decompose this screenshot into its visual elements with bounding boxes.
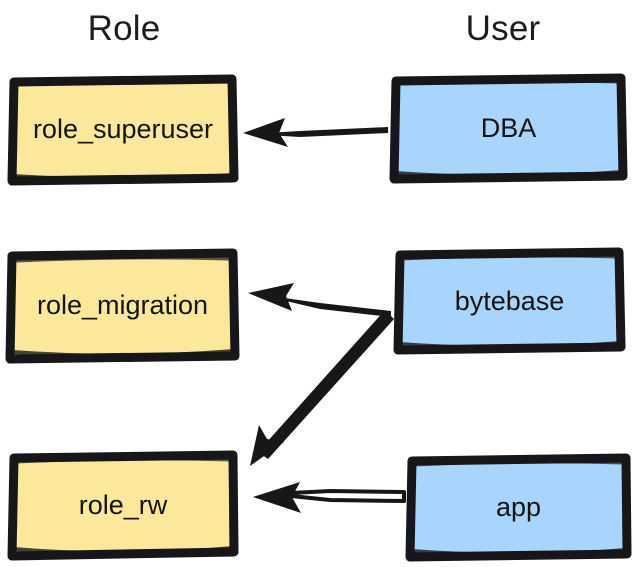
node-app-sketch-bottom [409,548,628,557]
node-bytebase[interactable] [393,247,626,355]
node-bytebase-shape [393,247,626,355]
node-role-superuser-shape [7,74,239,186]
node-role-migration-sketch-top [15,256,232,263]
edge-dba-arrowhead [243,118,288,147]
node-role-superuser-sketch-bottom [11,173,235,182]
column-header-user: User [465,9,541,48]
edge-bytebase-rw-shaft [258,310,394,459]
node-dba-sketch-bottom [393,170,624,179]
node-app[interactable] [405,453,632,562]
edge-bytebase-rw-arrowhead [250,425,284,466]
edge-app-to-role-rw [253,482,406,513]
node-role-superuser-sketch-top [13,80,233,87]
edge-app-arrowhead [253,482,301,513]
edge-dba-shaft [249,127,388,137]
node-dba[interactable] [389,73,628,184]
node-role-rw[interactable] [7,450,239,561]
node-role-migration-shape [5,248,240,364]
node-bytebase-sketch-bottom [397,341,622,350]
node-dba-shape [389,73,628,184]
node-dba-sketch-top [396,79,622,86]
column-header-role: Role [87,9,161,48]
node-role-superuser[interactable] [7,74,239,186]
node-role-migration[interactable] [5,248,240,364]
edge-bytebase-to-role-migration [248,283,391,317]
node-app-shape [405,453,632,562]
node-bytebase-sketch-top [400,254,620,261]
edge-bytebase-migration-shaft [256,294,391,317]
edge-dba-to-role-superuser [243,118,388,147]
edge-bytebase-migration-arrowhead [248,283,294,311]
node-role-rw-shape [7,450,239,561]
node-role-rw-sketch-top [14,457,234,464]
edge-bytebase-to-role-rw [250,310,394,466]
node-role-rw-sketch-bottom [11,546,235,556]
node-role-migration-sketch-bottom [10,349,236,358]
edge-app-shaft [270,489,406,503]
node-app-sketch-top [412,460,627,467]
